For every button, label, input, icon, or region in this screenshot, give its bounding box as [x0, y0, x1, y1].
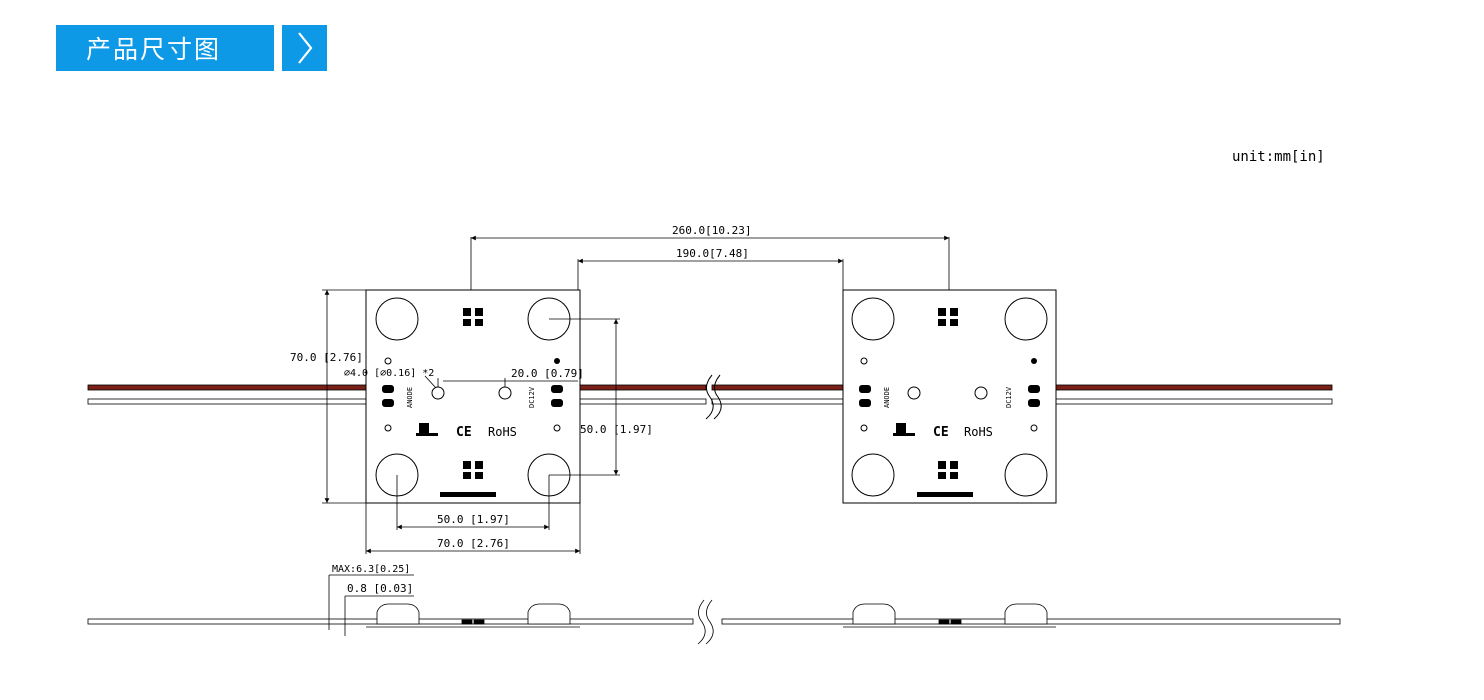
section-title: 产品尺寸图	[56, 25, 274, 71]
ce-mark: CE	[933, 425, 949, 440]
mounting-hole	[498, 386, 512, 400]
lens	[1004, 297, 1048, 341]
red-wire	[711, 384, 859, 391]
white-wire	[1034, 398, 1333, 405]
rohs-mark: RoHS	[488, 425, 517, 439]
wires	[87, 374, 1333, 420]
dim-module-pitch: 260.0[10.23]	[672, 224, 751, 237]
section-header: 产品尺寸图	[56, 25, 327, 71]
unit-label: unit:mm[in]	[1232, 149, 1325, 165]
ce-mark: CE	[456, 425, 472, 440]
mounting-hole	[907, 386, 921, 400]
red-wire	[87, 384, 374, 391]
red-wire	[559, 384, 707, 391]
led-module-right: ANODE DC12V CE RoHS	[842, 289, 1057, 504]
dim-hole-spacing-v: 50.0 [1.97]	[580, 423, 653, 436]
chip-icon	[937, 461, 959, 479]
logo-icon	[416, 423, 438, 436]
side-view	[87, 574, 1341, 645]
svg-text:ANODE: ANODE	[406, 387, 414, 408]
svg-text:DC12V: DC12V	[1005, 386, 1013, 408]
mounting-hole	[431, 386, 445, 400]
dim-hole-diameter: ⌀4.0 [⌀0.16] *2	[344, 368, 434, 379]
chevron-right-icon[interactable]	[282, 25, 327, 71]
white-wire	[711, 398, 859, 405]
chip-icon	[462, 461, 484, 479]
dim-module-width: 70.0 [2.76]	[437, 537, 510, 550]
dim-module-gap: 190.0[7.48]	[676, 247, 749, 260]
chip-icon	[462, 308, 484, 326]
lens	[851, 453, 895, 497]
dim-board-thickness: 0.8 [0.03]	[347, 582, 413, 595]
dimension-lines	[322, 235, 950, 554]
lens	[375, 297, 419, 341]
lens	[1004, 453, 1048, 497]
svg-text:DC12V: DC12V	[528, 386, 536, 408]
led-module-left: ANODE DC12V CE RoHS	[365, 289, 581, 504]
rohs-mark: RoHS	[964, 425, 993, 439]
logo-icon	[893, 423, 915, 436]
white-wire	[559, 398, 707, 405]
break-mark	[713, 374, 722, 420]
dim-hole-pitch: 20.0 [0.79]	[511, 367, 584, 380]
dim-max-height: MAX:6.3[0.25]	[332, 564, 410, 575]
white-wire	[87, 398, 374, 405]
dim-module-height: 70.0 [2.76]	[290, 351, 363, 364]
svg-text:ANODE: ANODE	[883, 387, 891, 408]
dim-hole-spacing-h: 50.0 [1.97]	[437, 513, 510, 526]
red-wire	[1034, 384, 1333, 391]
mounting-hole	[974, 386, 988, 400]
break-mark	[705, 374, 714, 420]
chip-icon	[937, 308, 959, 326]
lens	[851, 297, 895, 341]
